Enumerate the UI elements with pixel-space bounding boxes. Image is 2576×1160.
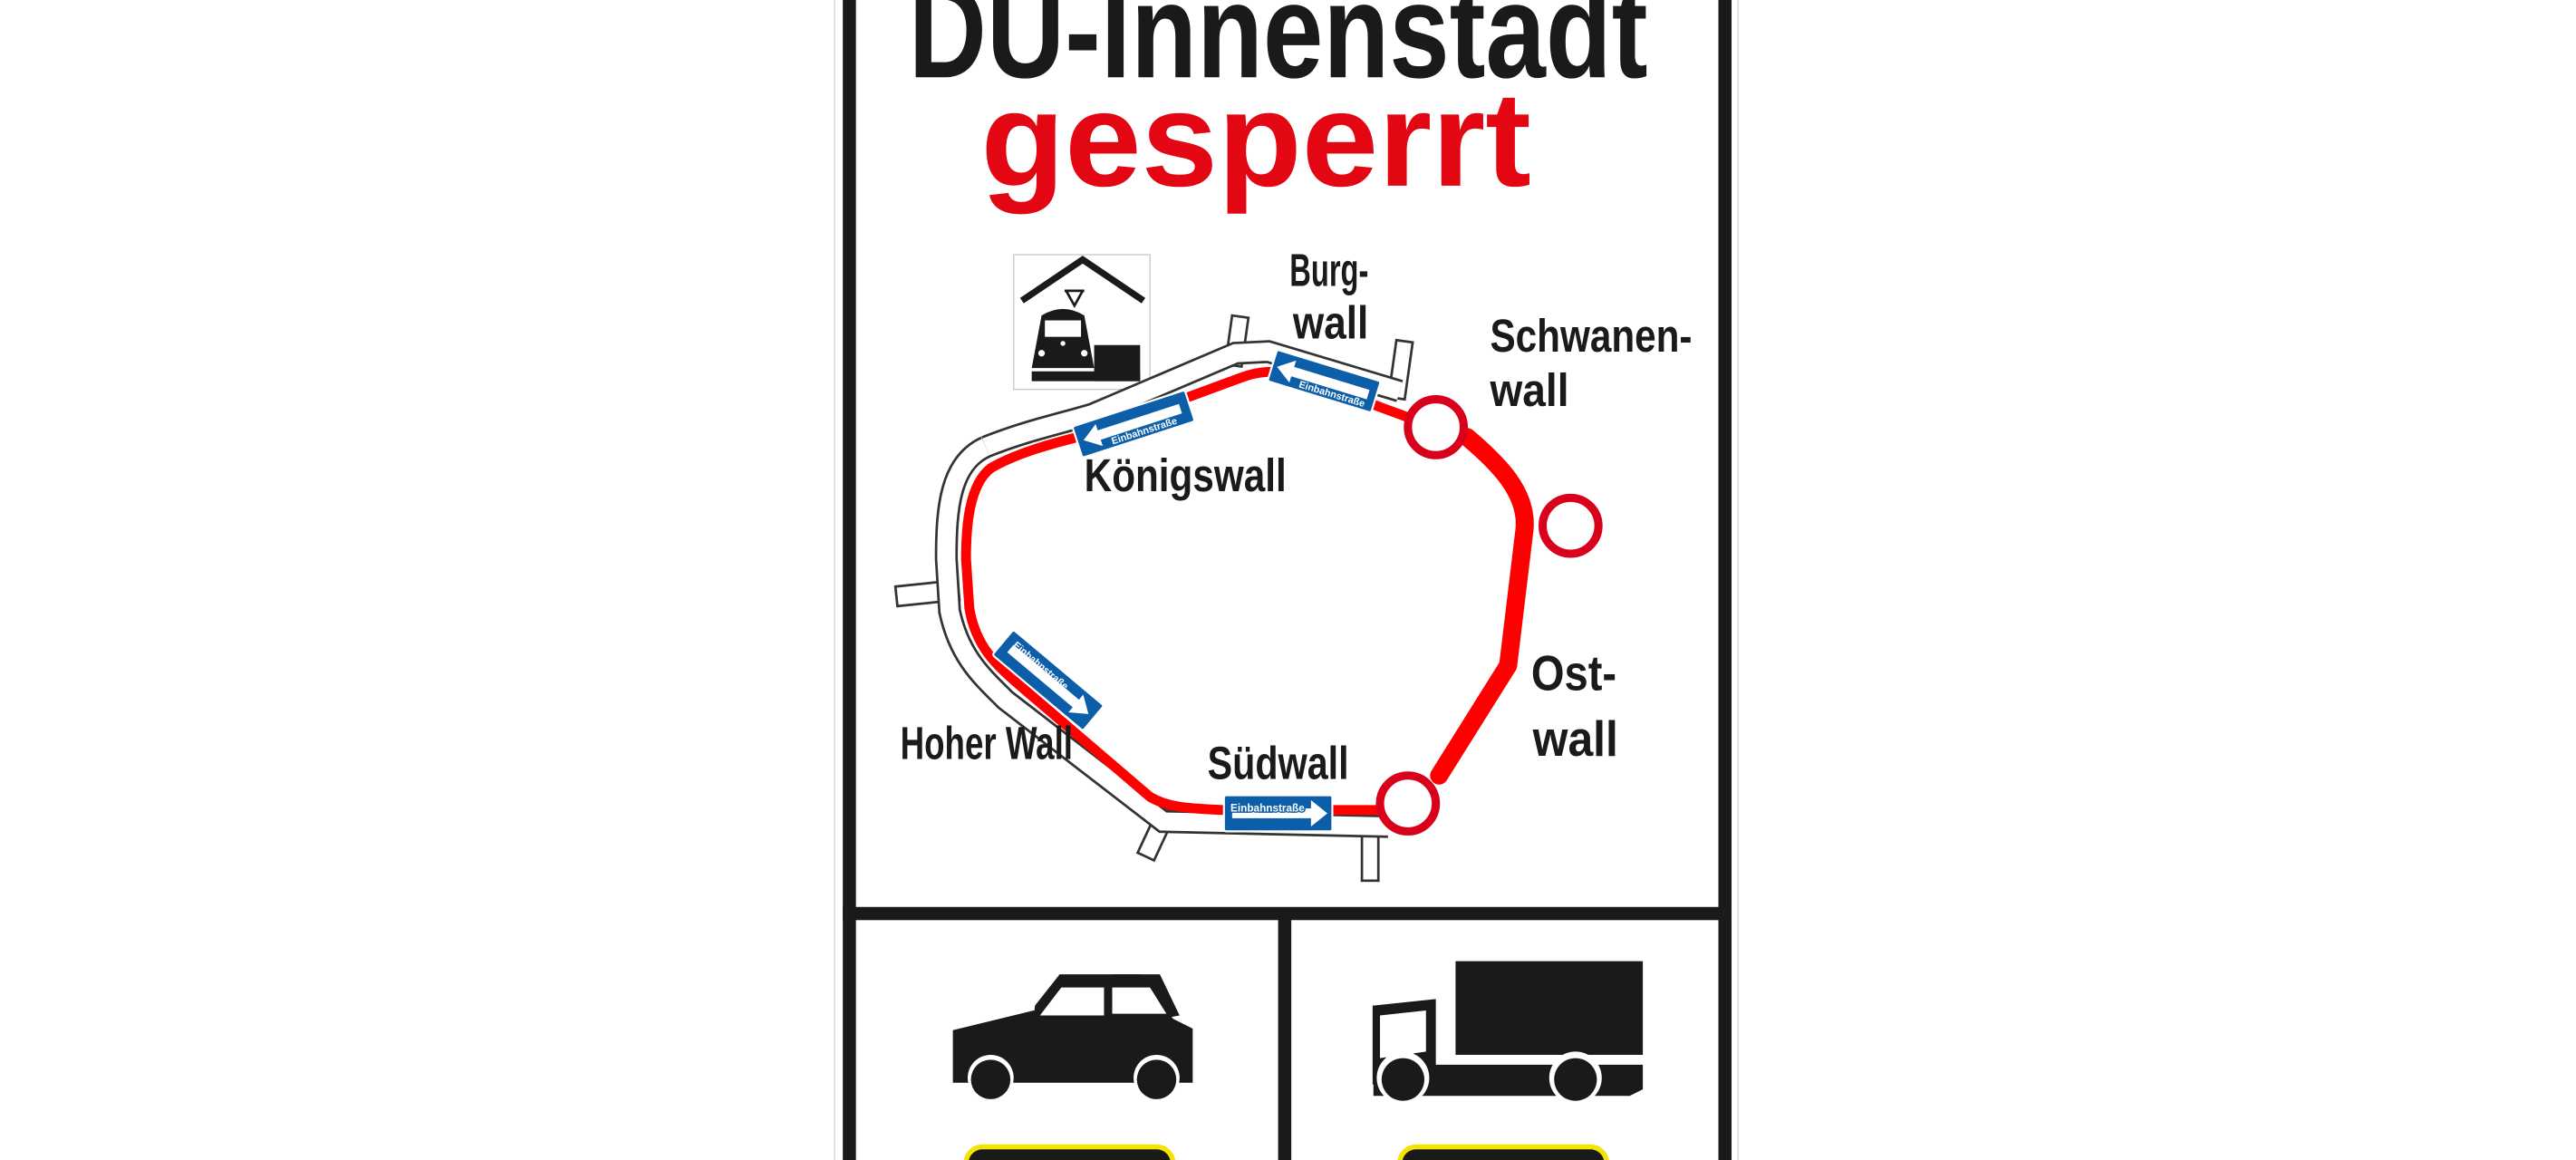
street-outline [893,314,1414,883]
label-koenigswall: Königswall [1085,450,1287,501]
truck-icon [1372,961,1644,1105]
sign-subtitle: gesperrt [980,63,1530,215]
sign-border-right [1718,0,1732,1160]
label-ostwall-1: Ost- [1531,645,1616,701]
label-hoher-wall: Hoher Wall [901,718,1073,769]
car-icon [952,974,1193,1101]
plate-truck [1397,1144,1609,1160]
label-suedwall: Südwall [1208,737,1349,788]
sign-divider-vertical [1278,914,1292,1160]
label-burgwall-1: Burg- [1289,244,1368,295]
one-way-sign-suedwall: Einbahnstraße [1222,794,1334,833]
sign-title: DU-Innenstadt [909,0,1648,106]
label-schwanenwall-1: Schwanen- [1491,310,1693,362]
plate-car [963,1144,1175,1160]
no-entry-circle-icon [1375,771,1441,836]
label-ostwall-2: wall [1532,711,1618,767]
sign-border-left [843,0,856,1160]
label-burgwall-2: wall [1292,296,1368,348]
label-schwanenwall-2: wall [1490,364,1569,416]
no-entry-circle-icon [1404,395,1469,459]
no-entry-circle-icon [1538,493,1603,558]
one-way-text: Einbahnstraße [1230,803,1305,815]
tram-depot-icon [1012,254,1151,391]
